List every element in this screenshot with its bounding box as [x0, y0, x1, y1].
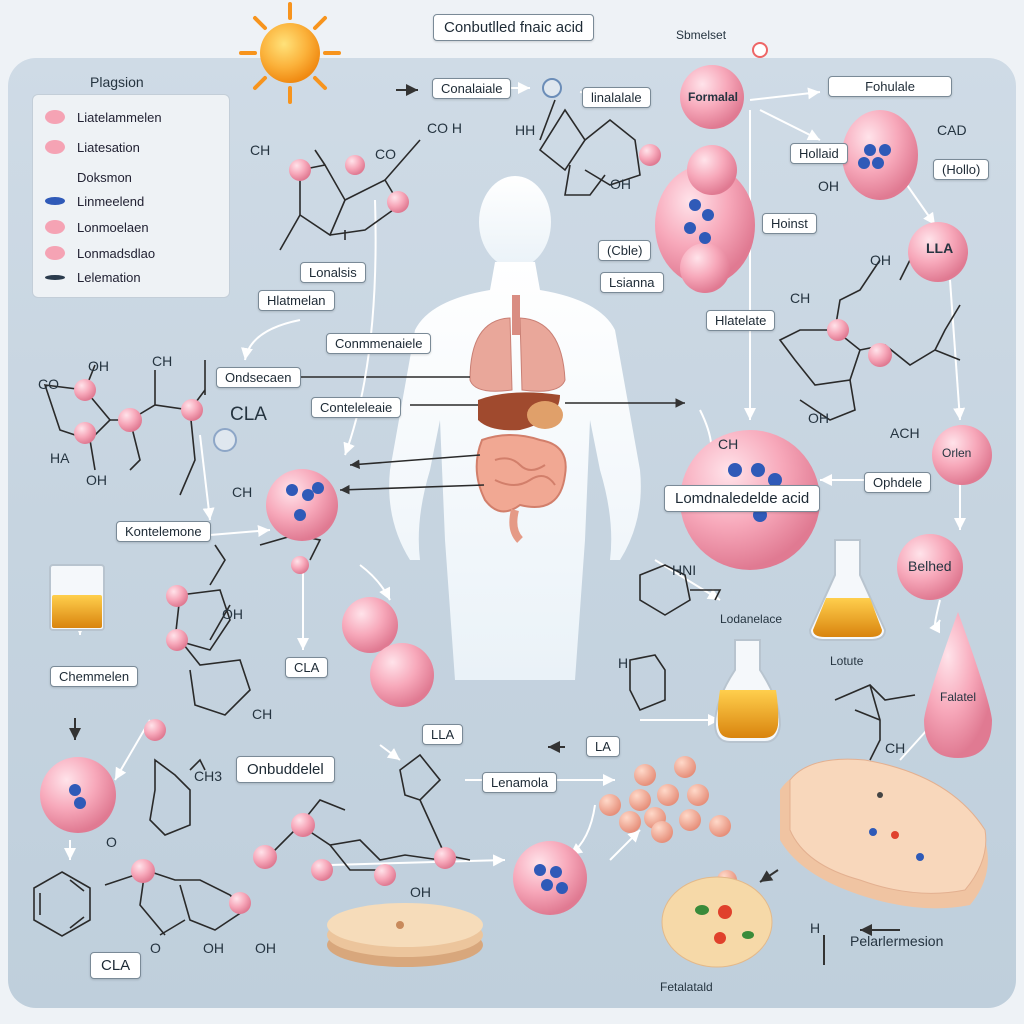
atom-label: OH: [222, 606, 243, 622]
flask-icon: [713, 639, 782, 743]
atom-label: CH: [232, 484, 253, 500]
right-molecule-cluster: [842, 110, 918, 200]
label-hoinst: Hoinst: [762, 213, 817, 234]
atom-label: CO H: [427, 120, 462, 136]
label-kontelemone: Kontelemone: [116, 521, 211, 542]
label-linalalale: linalalale: [582, 87, 651, 108]
legend-item: Liatelammelen: [45, 107, 162, 127]
atom-label: CH: [885, 740, 906, 756]
molecule-sphere: [342, 65, 992, 707]
blue-atom-node: [542, 78, 562, 98]
label-chemmelen: Chemmelen: [50, 666, 139, 687]
red-atom-node: [752, 42, 768, 58]
label-orlen: Orlen: [942, 446, 972, 460]
atom-label: O: [150, 940, 161, 956]
label-formalal: Formalal: [688, 90, 739, 104]
label-ondsecaen: Ondsecaen: [216, 367, 301, 388]
label-cad: CAD: [937, 122, 967, 138]
atom-label: OH: [88, 358, 109, 374]
atom-label: CH: [790, 290, 811, 306]
title-label: Conbutlled fnaic acid: [433, 14, 595, 41]
label-lla: LLA: [926, 240, 954, 256]
label-lotute: Lotute: [830, 654, 864, 668]
layered-tissue: [780, 758, 988, 909]
label-lonalsis: Lonalsis: [300, 262, 366, 283]
atom-label: CH3: [194, 768, 223, 784]
atom-label: HH: [515, 122, 536, 138]
legend-item: Lonmoelaen: [45, 217, 149, 237]
label-onbuddelel: Onbuddelel: [236, 756, 335, 783]
sun-icon: [239, 2, 341, 104]
lungs-organ: [469, 295, 566, 392]
legend-item: Linmeelend: [45, 191, 144, 211]
label-cla-bottom: CLA: [90, 952, 142, 979]
atom-label: HA: [50, 450, 70, 466]
atom-label: OH: [410, 884, 431, 900]
legend-item: Doksmon: [77, 169, 132, 185]
label-lenamola: Lenamola: [482, 772, 558, 793]
label-lomdnaledelde-acid: Lomdnaledelde acid: [664, 485, 821, 512]
legend-heading: Plagsion: [90, 74, 144, 90]
pink-atom-nodes: [74, 144, 892, 914]
label-cla-main: CLA: [230, 404, 267, 425]
bead-cluster: [599, 756, 737, 890]
label-la-bottom: LA: [586, 736, 620, 757]
label-hollo: (Hollo): [933, 159, 990, 180]
atom-label: CH: [152, 353, 173, 369]
atom-label: OH: [255, 940, 276, 956]
label-ophdele: Ophdele: [864, 472, 932, 493]
label-conmmenaiele: Conmmenaiele: [326, 333, 432, 354]
label-center-ch: CH: [718, 436, 739, 452]
atom-label: OH: [203, 940, 224, 956]
atom-label: HNI: [672, 562, 697, 578]
label-hollaid: Hollaid: [790, 143, 848, 164]
legend-item: Lelemation: [45, 267, 141, 287]
legend-box: Liatelammelen Liatesation Doksmon Linmee…: [32, 94, 230, 298]
left-molecule-cluster: [266, 469, 338, 541]
label-lla-bottom: LLA: [422, 724, 464, 745]
atom-label: O: [106, 834, 117, 850]
intestines-organ: [475, 434, 567, 543]
label-lodanelace: Lodanelace: [720, 612, 783, 626]
atom-label: OH: [870, 252, 891, 268]
label-sunflower: Sbmelset: [676, 28, 727, 42]
layered-plates: [327, 903, 483, 967]
atom-label: CO: [38, 376, 59, 392]
flask-icon: [808, 539, 887, 641]
legend-item: Liatesation: [45, 137, 140, 157]
label-conalaiale: Conalaiale: [432, 78, 512, 99]
bottom-center-molecule-sphere: [513, 841, 587, 915]
atom-label: CO: [375, 146, 396, 162]
legend-item: Lonmadsdlao: [45, 243, 155, 263]
label-hlatelate: Hlatelate: [706, 310, 776, 331]
blue-atom-node: [213, 428, 237, 452]
label-ach: ACH: [890, 425, 920, 441]
atom-label: OH: [86, 472, 107, 488]
bottom-left-molecule-sphere: [40, 757, 116, 833]
beaker-icon: [49, 564, 105, 631]
atom-label: CH: [252, 706, 273, 722]
atom-label: OH: [808, 410, 829, 426]
label-fetalatald: Fetalatald: [660, 980, 713, 994]
label-lsianna: Lsianna: [600, 272, 664, 293]
label-belhed: Belhed: [908, 558, 952, 574]
label-fohulale: Fohulale: [828, 76, 952, 97]
atom-label: H: [810, 920, 821, 936]
petri-dish: [661, 876, 773, 968]
label-pelarlermesion: Pelarlermesion: [850, 933, 944, 949]
label-conteleleaie: Conteleleaie: [311, 397, 402, 418]
label-cble: (Cble): [598, 240, 652, 261]
atom-label: OH: [610, 176, 631, 192]
top-molecule-cluster: [655, 145, 755, 293]
label-hlatmelan: Hlatmelan: [258, 290, 335, 311]
liver-organ: [478, 392, 563, 431]
atom-label: OH: [818, 178, 839, 194]
label-cla-mid: CLA: [285, 657, 329, 678]
droplet-shape: [924, 612, 992, 758]
atom-label: CH: [250, 142, 271, 158]
label-falatel: Falatel: [940, 690, 977, 704]
atom-label: H: [618, 655, 629, 671]
